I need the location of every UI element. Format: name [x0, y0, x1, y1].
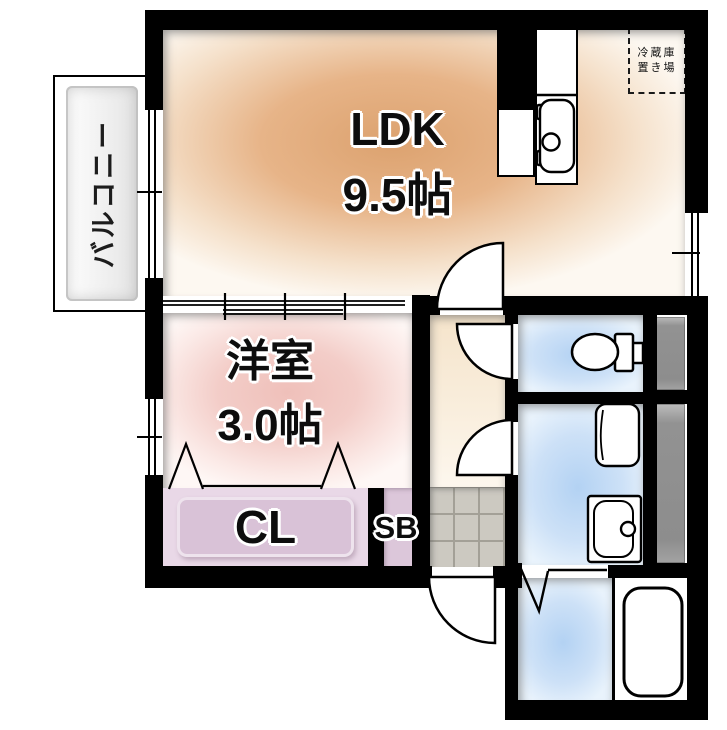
wall — [687, 299, 708, 720]
room-entrance-tiles — [430, 487, 505, 567]
refrigerator-space: 冷蔵庫 置き場 — [628, 28, 686, 94]
wall — [505, 563, 522, 588]
room-bathroom — [518, 578, 612, 702]
room-shoebox — [384, 488, 412, 568]
closet-inner-shelf — [177, 497, 354, 557]
kitchen-wall-column — [497, 28, 535, 108]
wall — [368, 488, 384, 568]
room-toilet — [518, 315, 643, 392]
kitchen-counter — [535, 28, 578, 185]
room-washroom — [518, 404, 643, 565]
ldk-label: LDK 9.5帖 — [300, 96, 495, 228]
wall — [685, 10, 708, 213]
wall — [145, 566, 432, 588]
wall — [643, 315, 657, 393]
balcony-label: バルコニー — [89, 118, 120, 269]
western-room-size: 3.0帖 — [217, 401, 323, 450]
wall — [145, 10, 708, 30]
wall — [428, 296, 440, 315]
wall — [505, 475, 518, 568]
wall — [503, 296, 708, 315]
wall — [145, 295, 163, 315]
wall — [505, 586, 518, 702]
wall — [608, 565, 643, 578]
room-closet — [163, 488, 368, 568]
wall — [643, 563, 689, 578]
wall — [505, 700, 708, 720]
western-room-label: 洋室 3.0帖 — [170, 330, 370, 458]
wall — [145, 10, 163, 110]
room-ldk — [163, 30, 685, 296]
wall — [145, 475, 163, 570]
wall — [643, 390, 689, 404]
closet-label: CL — [234, 501, 297, 553]
western-room-name: 洋室 — [226, 337, 314, 386]
shoebox-label: SB — [374, 510, 418, 545]
pipe-space-upper — [655, 317, 685, 390]
refrigerator-label-line2: 置き場 — [637, 62, 677, 74]
wall — [412, 295, 430, 568]
wall — [145, 313, 163, 399]
bathtub-enclosure — [612, 578, 690, 702]
ldk-name: LDK — [350, 103, 445, 155]
pipe-space-lower — [655, 404, 685, 563]
kitchen-cabinet — [497, 108, 535, 177]
wall — [505, 392, 657, 404]
room-hallway — [428, 315, 505, 488]
ldk-size: 9.5帖 — [342, 169, 453, 221]
entrance-door-arc — [427, 575, 497, 645]
western-window — [137, 399, 162, 475]
wall — [643, 403, 657, 567]
room-balcony: バルコニー — [66, 86, 138, 301]
refrigerator-label-line1: 冷蔵庫 — [637, 47, 677, 59]
wall — [505, 315, 518, 324]
